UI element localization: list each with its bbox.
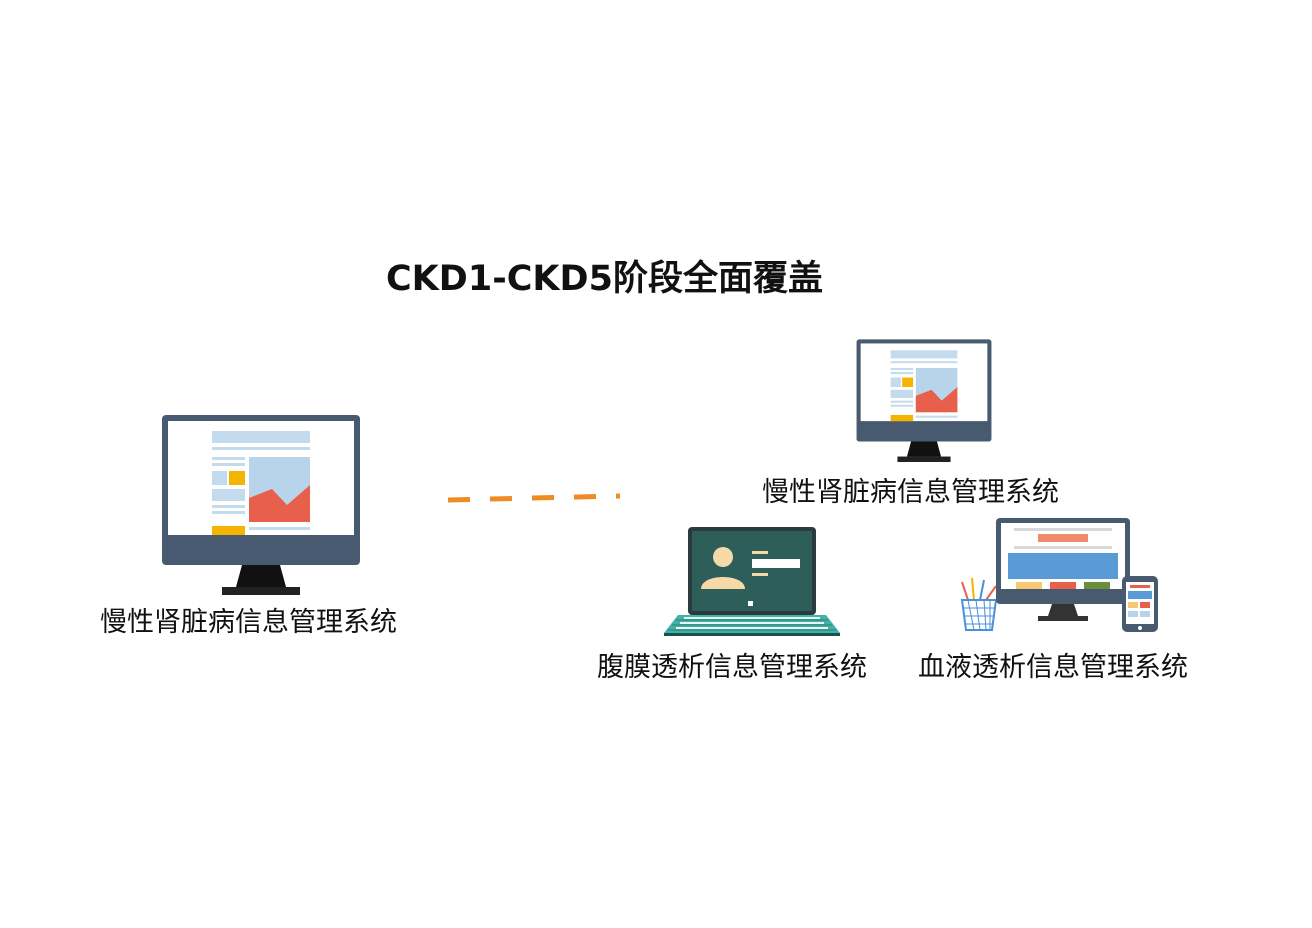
pencil-cup-icon (960, 577, 998, 631)
left-system-label: 慢性肾脏病信息管理系统 (100, 607, 397, 638)
desktop-monitor-icon (160, 413, 362, 595)
right-system-label-hd: 血液透析信息管理系统 (918, 652, 1188, 683)
dashed-connector (446, 490, 622, 509)
desktop-monitor-icon (855, 338, 993, 462)
page-title: CKD1-CKD5阶段全面覆盖 (386, 259, 823, 299)
right-system-label-pd: 腹膜透析信息管理系统 (597, 652, 867, 683)
right-system-label-ckd: 慢性肾脏病信息管理系统 (762, 477, 1059, 508)
laptop-user-profile-icon (664, 527, 840, 637)
responsive-devices-icon (956, 516, 1160, 634)
